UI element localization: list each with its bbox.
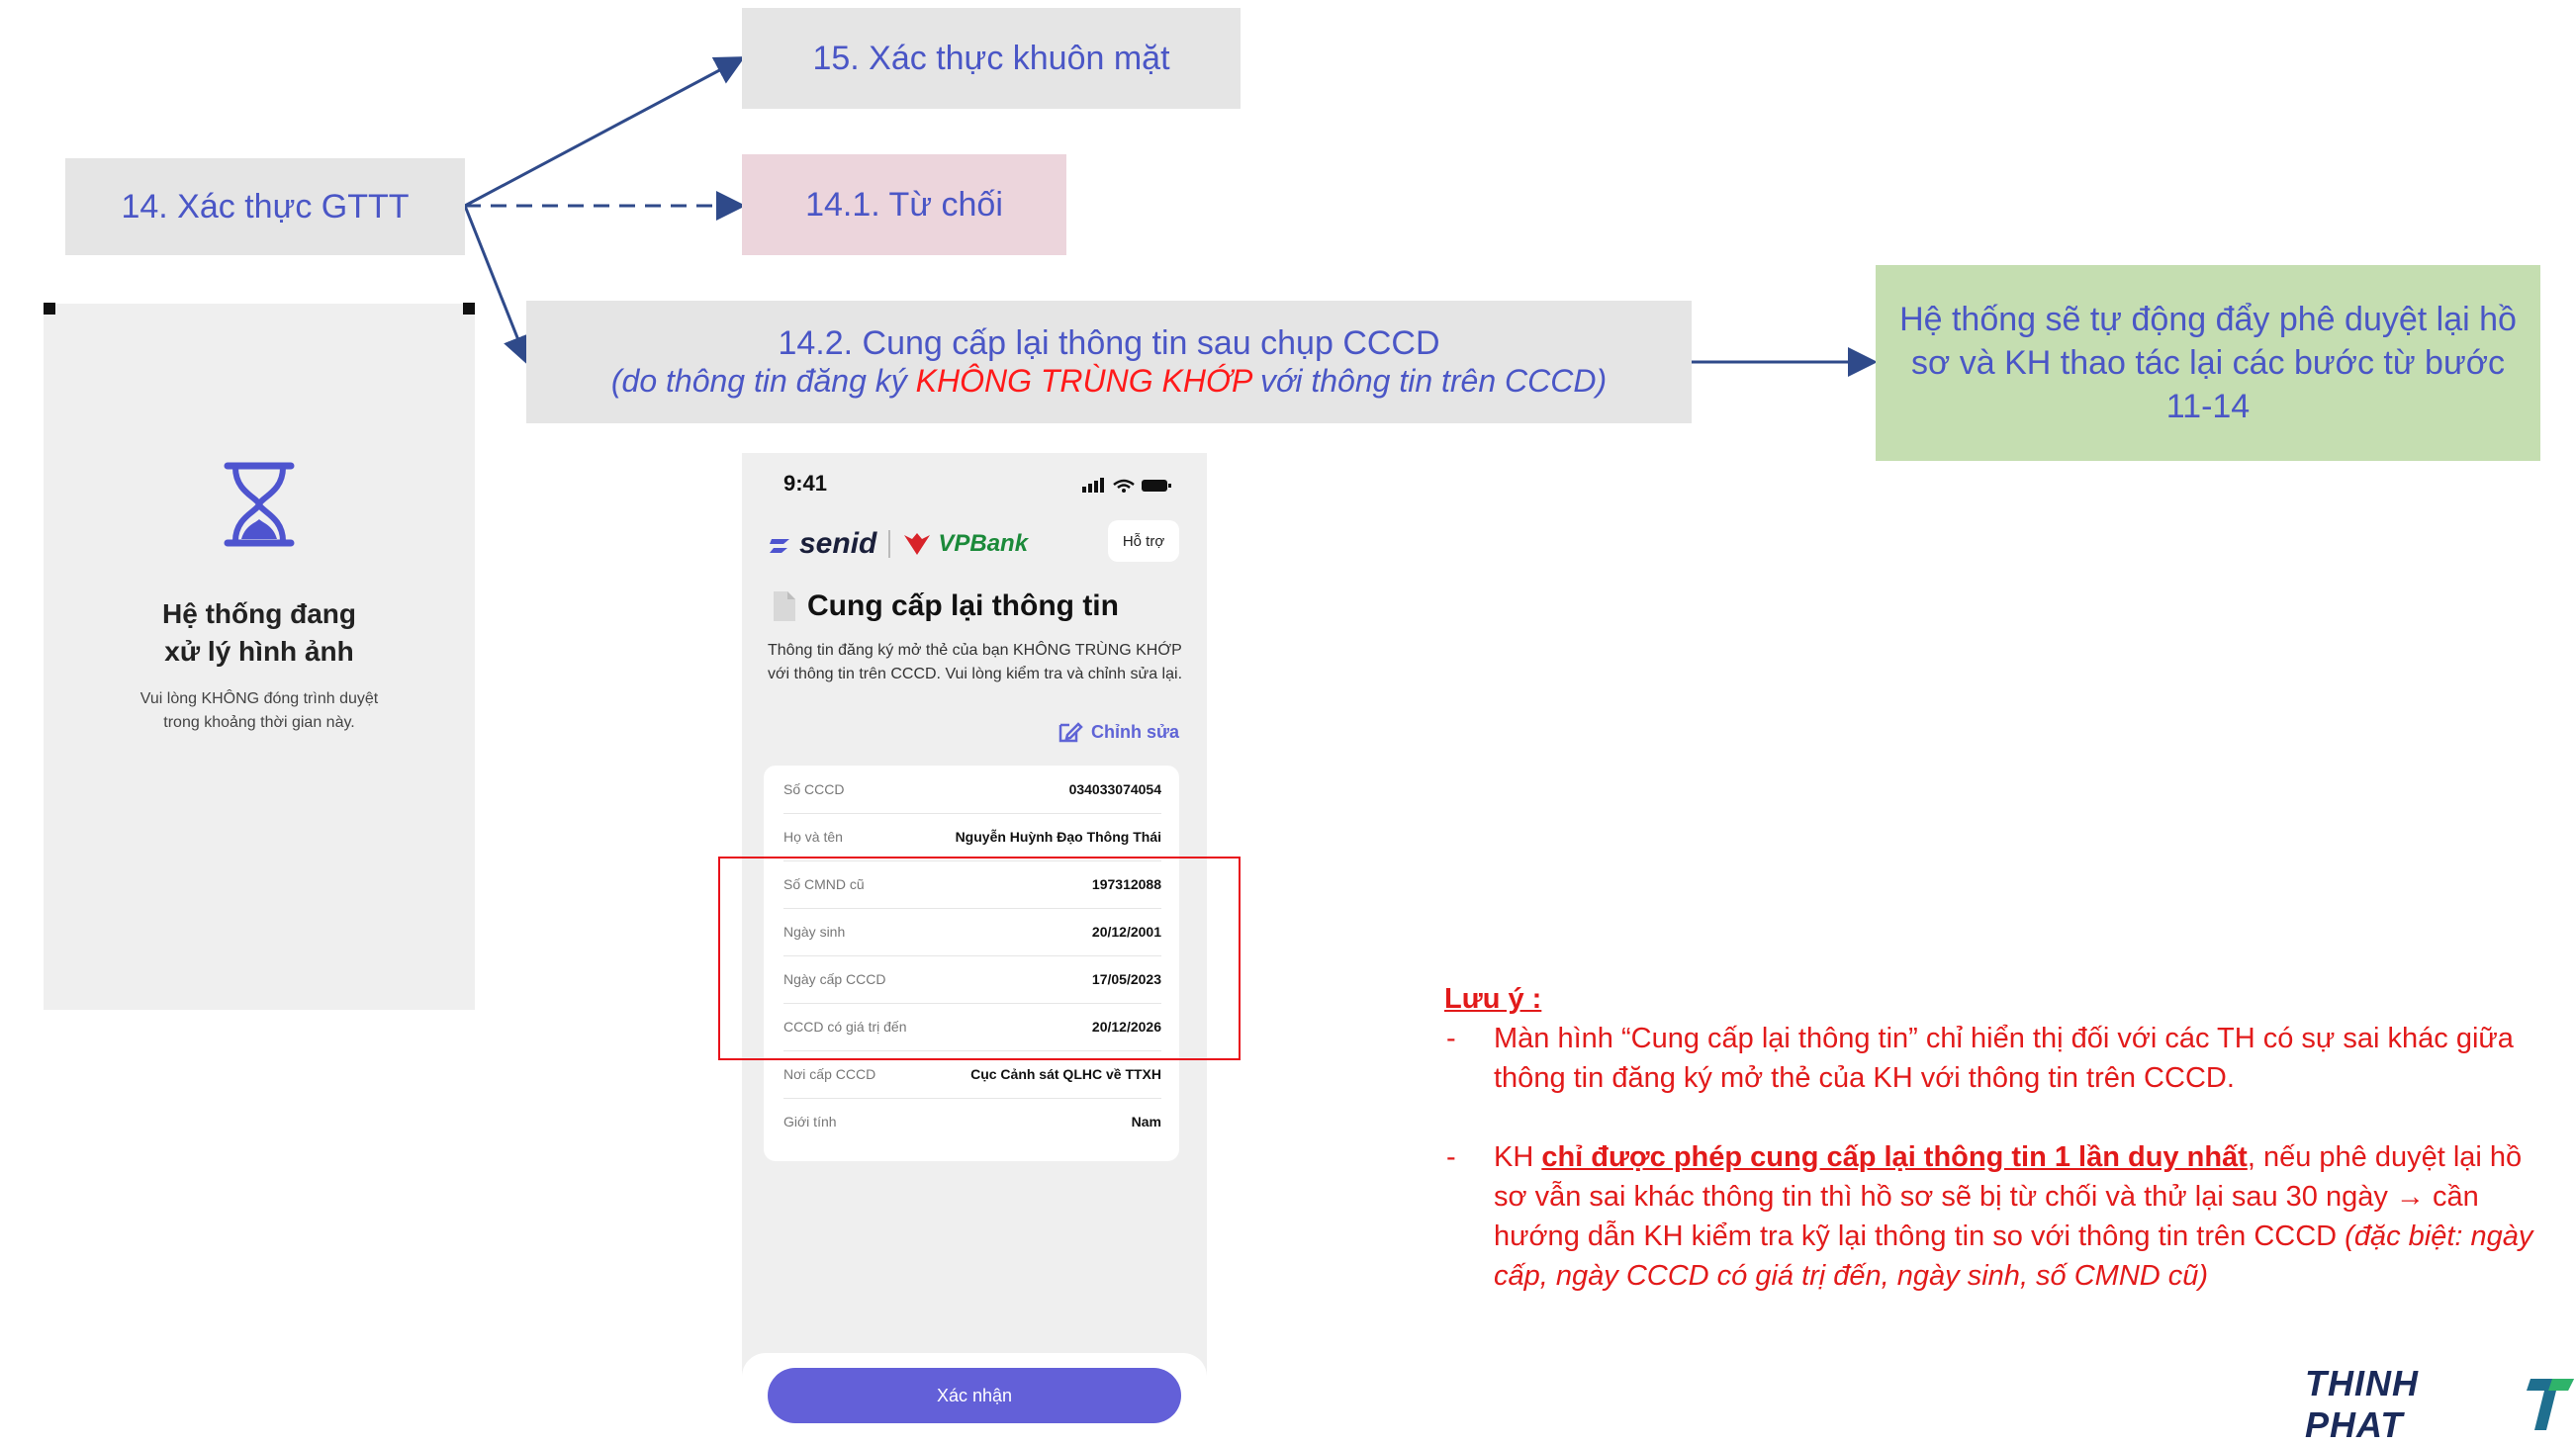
page-title: Cung cấp lại thông tin	[770, 589, 1119, 623]
arrow-14-to-14-2	[463, 205, 532, 366]
note-heading: Lưu ý :	[1444, 983, 1542, 1015]
note-item-1: Màn hình “Cung cấp lại thông tin” chỉ hi…	[1444, 1019, 2552, 1098]
step-15-node: 15. Xác thực khuôn mặt	[742, 8, 1241, 109]
arrow-14-to-15	[464, 56, 746, 208]
thinh-phat-logo: THINH PHAT	[2305, 1363, 2576, 1446]
vpbank-logo-icon	[904, 533, 931, 555]
page-description: Thông tin đăng ký mở thẻ của bạn KHÔNG T…	[768, 642, 1183, 682]
auto-resubmit-label: Hệ thống sẽ tự động đẩy phê duyệt lại hồ…	[1899, 301, 2517, 425]
note-box: Lưu ý : Màn hình “Cung cấp lại thông tin…	[1444, 979, 2552, 1296]
confirm-button[interactable]: Xác nhận	[768, 1368, 1181, 1423]
edit-icon	[1058, 722, 1083, 743]
step-14-node: 14. Xác thực GTTT	[65, 158, 465, 255]
step-14-1-node: 14.1. Từ chối	[742, 154, 1066, 255]
status-icons	[1082, 478, 1171, 493]
senid-logo-icon	[770, 539, 789, 553]
vpbank-logo-text: VPBank	[938, 530, 1029, 557]
highlight-rectangle	[718, 857, 1241, 1060]
auto-resubmit-node: Hệ thống sẽ tự động đẩy phê duyệt lại hồ…	[1876, 265, 2540, 461]
support-button[interactable]: Hỗ trợ	[1108, 520, 1179, 562]
corner-mark	[463, 303, 475, 315]
step-14-2-title: 14.2. Cung cấp lại thông tin sau chụp CC…	[778, 324, 1440, 362]
hourglass-icon	[224, 462, 295, 547]
step-14-1-label: 14.1. Từ chối	[805, 185, 1003, 224]
note-emphasis: chỉ được phép cung cấp lại thông tin 1 l…	[1541, 1141, 2248, 1173]
mismatch-highlight: KHÔNG TRÙNG KHỚP	[915, 363, 1252, 399]
step-14-label: 14. Xác thực GTTT	[121, 187, 410, 226]
brand-row: senid VPBank	[768, 524, 1028, 564]
status-time: 9:41	[783, 471, 828, 496]
edit-link[interactable]: Chỉnh sửa	[1058, 720, 1179, 744]
phone-screen: 9:41 senid VPBank Hỗ trợ Cung cấp lại th…	[742, 453, 1207, 1442]
document-icon	[774, 591, 795, 621]
logo-mark-icon	[2526, 1379, 2574, 1430]
brand-separator	[888, 530, 891, 558]
step-14-2-subtitle: (do thông tin đăng ký KHÔNG TRÙNG KHỚP v…	[610, 363, 1608, 399]
corner-mark	[44, 303, 55, 315]
note-item-2: KH chỉ được phép cung cấp lại thông tin …	[1444, 1137, 2552, 1296]
logo-text: THINH PHAT	[2305, 1363, 2419, 1445]
senid-logo-text: senid	[799, 527, 877, 560]
step-15-label: 15. Xác thực khuôn mặt	[812, 39, 1170, 77]
step-14-2-node: 14.2. Cung cấp lại thông tin sau chụp CC…	[526, 301, 1692, 423]
